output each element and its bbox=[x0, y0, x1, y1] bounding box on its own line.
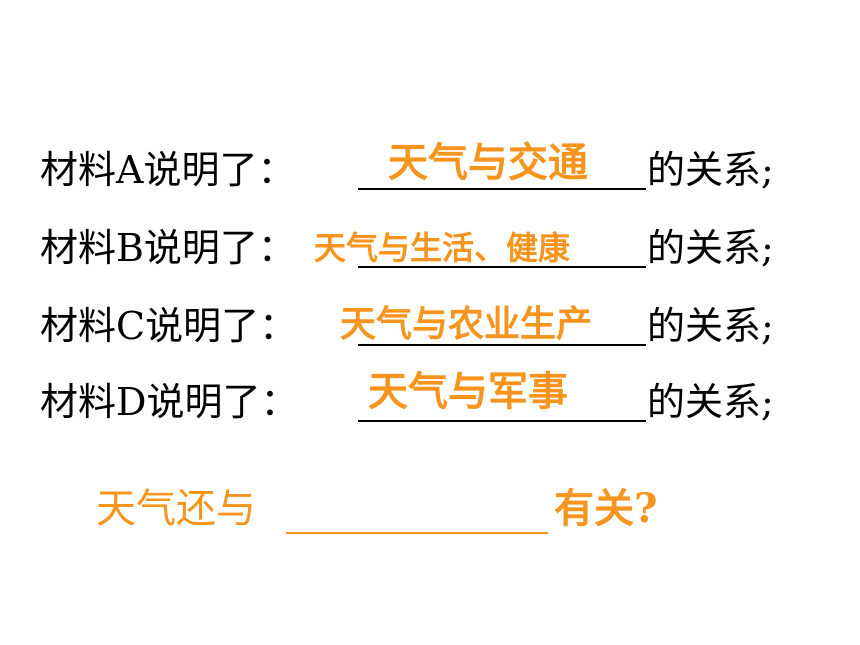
material-b-blank bbox=[358, 266, 646, 268]
material-c-suffix: 的关系; bbox=[647, 304, 774, 348]
material-b-answer: 天气与生活、健康 bbox=[314, 229, 571, 267]
material-c-blank bbox=[358, 344, 646, 346]
question-blank bbox=[286, 532, 548, 534]
material-d-suffix: 的关系; bbox=[647, 380, 774, 424]
material-d-blank bbox=[358, 420, 646, 422]
material-d-answer: 天气与军事 bbox=[368, 369, 568, 415]
question-line: 天气还与 有关? bbox=[96, 480, 716, 540]
material-a-suffix: 的关系; bbox=[647, 148, 774, 192]
material-a-line: 材料A说明了： 的关系; bbox=[40, 140, 820, 200]
material-a-prefix: 材料A说明了： bbox=[40, 148, 296, 192]
question-prefix: 天气还与 bbox=[96, 486, 256, 532]
material-d-prefix: 材料D说明了： bbox=[40, 380, 299, 424]
material-c-answer: 天气与农业生产 bbox=[340, 304, 593, 345]
material-c-prefix: 材料C说明了： bbox=[40, 304, 298, 348]
material-a-answer: 天气与交通 bbox=[388, 140, 588, 186]
material-b-line: 材料B说明了： 的关系; bbox=[40, 218, 820, 278]
material-d-line: 材料D说明了： 的关系; bbox=[40, 372, 820, 432]
question-suffix: 有关? bbox=[554, 485, 658, 532]
material-c-line: 材料C说明了： 的关系; bbox=[40, 296, 820, 356]
material-a-blank bbox=[358, 188, 646, 190]
material-b-prefix: 材料B说明了： bbox=[40, 226, 296, 270]
material-b-suffix: 的关系; bbox=[647, 226, 774, 270]
